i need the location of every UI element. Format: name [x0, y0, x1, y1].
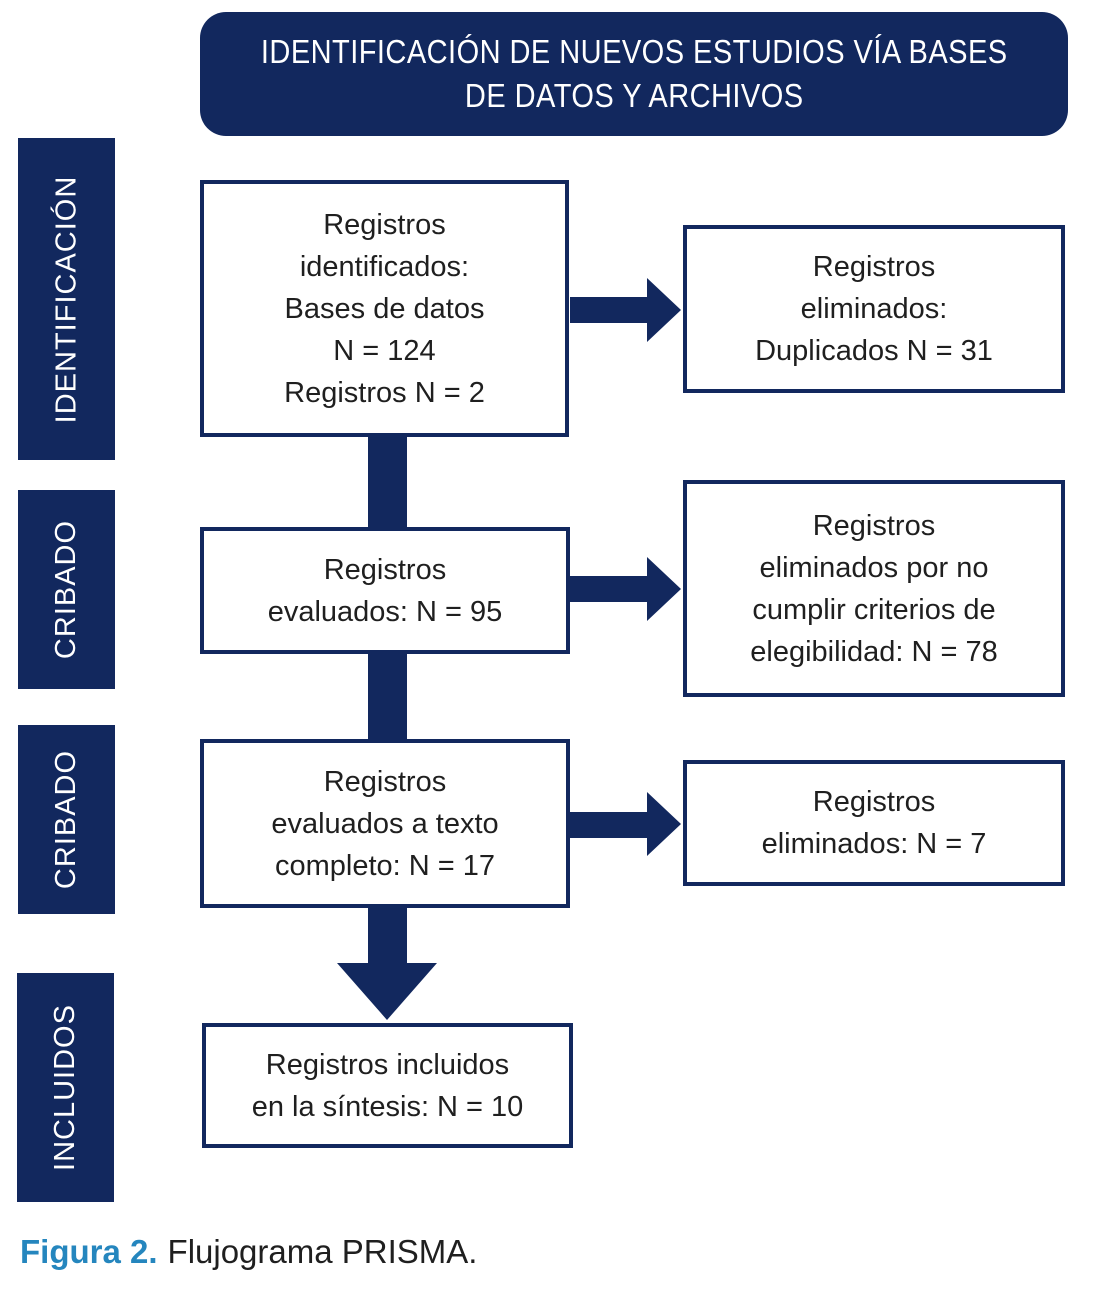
figure-caption-label: Figura 2.	[20, 1233, 158, 1270]
arrow-right-2-head	[647, 557, 681, 621]
arrow-down-3-head	[337, 963, 437, 1020]
flow-box-records-fulltext: Registros evaluados a texto completo: N …	[200, 739, 570, 908]
arrow-down-1	[368, 437, 407, 529]
stage-label-text: CRIBADO	[50, 519, 83, 660]
flow-box-records-included: Registros incluidos en la síntesis: N = …	[202, 1023, 573, 1148]
arrow-right-3-head	[647, 792, 681, 856]
header-banner: IDENTIFICACIÓN DE NUEVOS ESTUDIOS VÍA BA…	[200, 12, 1068, 136]
flow-box-records-identified: Registros identificados: Bases de datos …	[200, 180, 569, 437]
arrow-right-1-shaft	[570, 297, 648, 323]
figure-caption: Figura 2.Flujograma PRISMA.	[20, 1233, 477, 1271]
arrow-right-2-shaft	[570, 576, 648, 602]
figure-caption-text: Flujograma PRISMA.	[167, 1233, 478, 1270]
stage-label-incluidos: INCLUIDOS	[17, 973, 114, 1202]
header-title: IDENTIFICACIÓN DE NUEVOS ESTUDIOS VÍA BA…	[260, 33, 1008, 114]
stage-label-identificacion: IDENTIFICACIÓN	[18, 138, 115, 460]
flow-box-removed-eligibility: Registros eliminados por no cumplir crit…	[683, 480, 1065, 697]
arrow-down-3-shaft	[368, 908, 407, 964]
arrow-right-1-head	[647, 278, 681, 342]
arrow-right-3-shaft	[570, 812, 648, 838]
flow-box-removed-fulltext: Registros eliminados: N = 7	[683, 760, 1065, 886]
flow-box-records-screened: Registros evaluados: N = 95	[200, 527, 570, 654]
stage-label-cribado-2: CRIBADO	[18, 725, 115, 914]
arrow-down-2	[368, 653, 407, 741]
stage-label-text: CRIBADO	[50, 749, 83, 890]
stage-label-text: INCLUIDOS	[49, 1004, 82, 1171]
stage-label-cribado-1: CRIBADO	[18, 490, 115, 689]
stage-label-text: IDENTIFICACIÓN	[50, 175, 82, 423]
flow-box-removed-duplicates: Registros eliminados: Duplicados N = 31	[683, 225, 1065, 393]
